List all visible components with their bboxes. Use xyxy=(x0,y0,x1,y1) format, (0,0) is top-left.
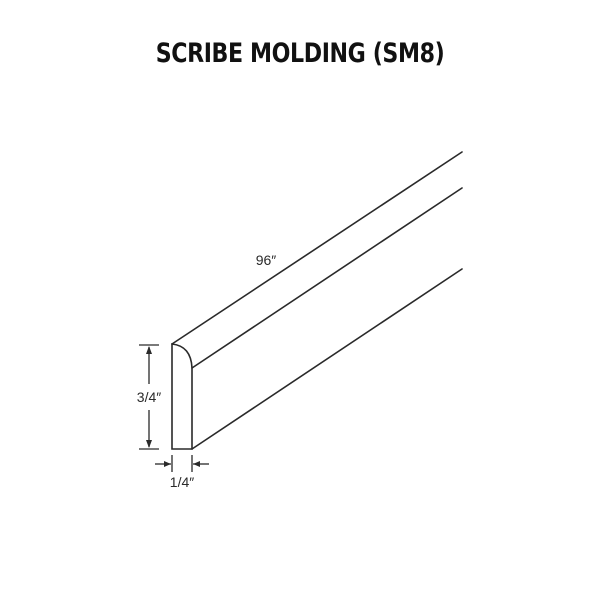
length-label: 96″ xyxy=(256,252,277,268)
molding-outline xyxy=(171,151,463,450)
arrow-right-icon xyxy=(164,461,171,467)
thickness-label: 1/4″ xyxy=(170,474,194,490)
profile-end-face xyxy=(171,343,193,450)
top-edge-line xyxy=(171,151,463,345)
arrow-up-icon xyxy=(146,346,152,354)
bottom-edge-line xyxy=(191,268,463,450)
arrow-left-icon xyxy=(193,461,200,467)
thickness-dimension xyxy=(155,455,209,472)
arrow-down-icon xyxy=(146,440,152,448)
height-dimension xyxy=(139,344,159,450)
page-title: SCRIBE MOLDING (SM8) xyxy=(155,38,445,69)
middle-edge-line xyxy=(191,187,463,369)
height-label: 3/4″ xyxy=(137,389,161,405)
